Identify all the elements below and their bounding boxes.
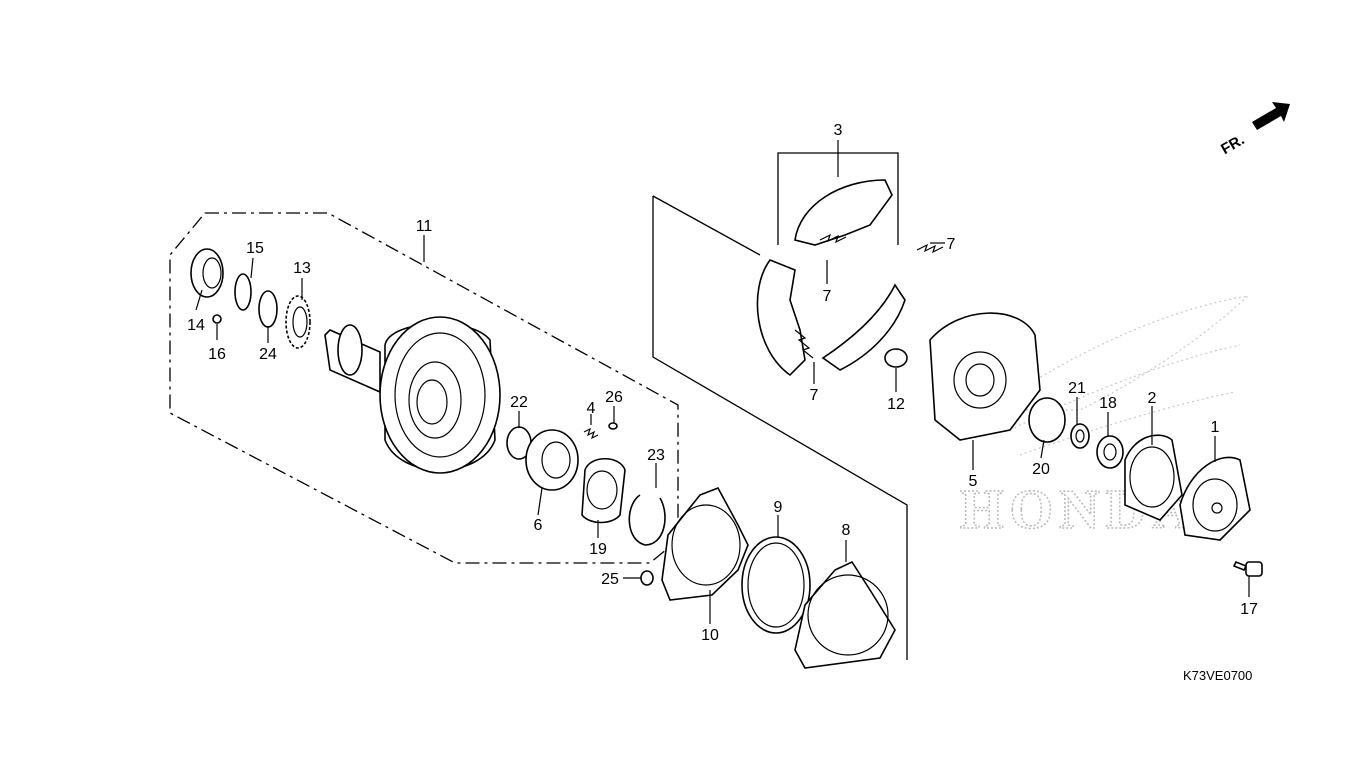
part-4 — [583, 427, 599, 440]
part-7c — [794, 329, 814, 359]
callout-13: 13 — [293, 260, 311, 277]
callout-2: 2 — [1148, 390, 1157, 407]
part-10 — [661, 486, 749, 601]
callout-16: 16 — [208, 346, 226, 363]
diagram-code: K73VE0700 — [1183, 668, 1252, 683]
callout-6: 6 — [534, 517, 543, 534]
part-25 — [640, 570, 654, 586]
callout-4: 4 — [587, 400, 596, 417]
part-6 — [525, 429, 579, 491]
part-23 — [628, 494, 666, 546]
callout-21: 21 — [1068, 380, 1086, 397]
part-18 — [1096, 435, 1124, 469]
part-1 — [1179, 456, 1251, 541]
callout-17: 17 — [1240, 601, 1258, 618]
part-7b — [916, 243, 944, 254]
callout-7c: 7 — [810, 387, 819, 404]
part-8 — [794, 560, 896, 669]
part-3 — [756, 179, 906, 377]
part-17 — [1232, 560, 1263, 577]
callout-26: 26 — [605, 389, 623, 406]
part-16 — [212, 314, 222, 324]
part-14 — [190, 248, 224, 298]
callout-25: 25 — [601, 571, 619, 588]
front-direction-indicator: FR. — [1218, 102, 1290, 158]
callout-15: 15 — [246, 240, 264, 257]
callout-22: 22 — [510, 394, 528, 411]
callout-7b: 7 — [947, 236, 956, 253]
callout-9: 9 — [774, 499, 783, 516]
part-13 — [285, 295, 311, 349]
callout-23: 23 — [647, 447, 665, 464]
part-15 — [234, 273, 252, 311]
part-21 — [1070, 423, 1090, 449]
part-12 — [884, 348, 908, 368]
group-8-10-outline — [652, 195, 908, 660]
part-24 — [258, 290, 278, 328]
part-20 — [1028, 397, 1066, 443]
leader-lines — [195, 140, 1250, 624]
callout-24: 24 — [259, 346, 277, 363]
callout-12: 12 — [887, 396, 905, 413]
callout-18: 18 — [1099, 395, 1117, 412]
part-7a — [819, 233, 847, 244]
callout-14: 14 — [187, 317, 205, 334]
callout-19: 19 — [589, 541, 607, 558]
fr-label: FR. — [1218, 131, 1247, 158]
part-19 — [581, 457, 626, 524]
callout-5: 5 — [969, 473, 978, 490]
part-5 — [929, 312, 1041, 441]
part-9 — [741, 536, 811, 634]
callout-labels: 1 2 3 4 5 6 7 7 7 8 9 10 11 12 13 14 15 … — [187, 122, 1258, 644]
callout-7a: 7 — [823, 288, 832, 305]
group-11-outline — [169, 212, 679, 564]
part-11 — [324, 316, 501, 474]
callout-1: 1 — [1211, 419, 1220, 436]
part-2 — [1124, 434, 1183, 521]
callout-10: 10 — [701, 627, 719, 644]
callout-3: 3 — [834, 122, 843, 139]
part-26 — [608, 422, 618, 430]
callout-8: 8 — [842, 522, 851, 539]
callout-20: 20 — [1032, 461, 1050, 478]
callout-11: 11 — [416, 218, 433, 235]
